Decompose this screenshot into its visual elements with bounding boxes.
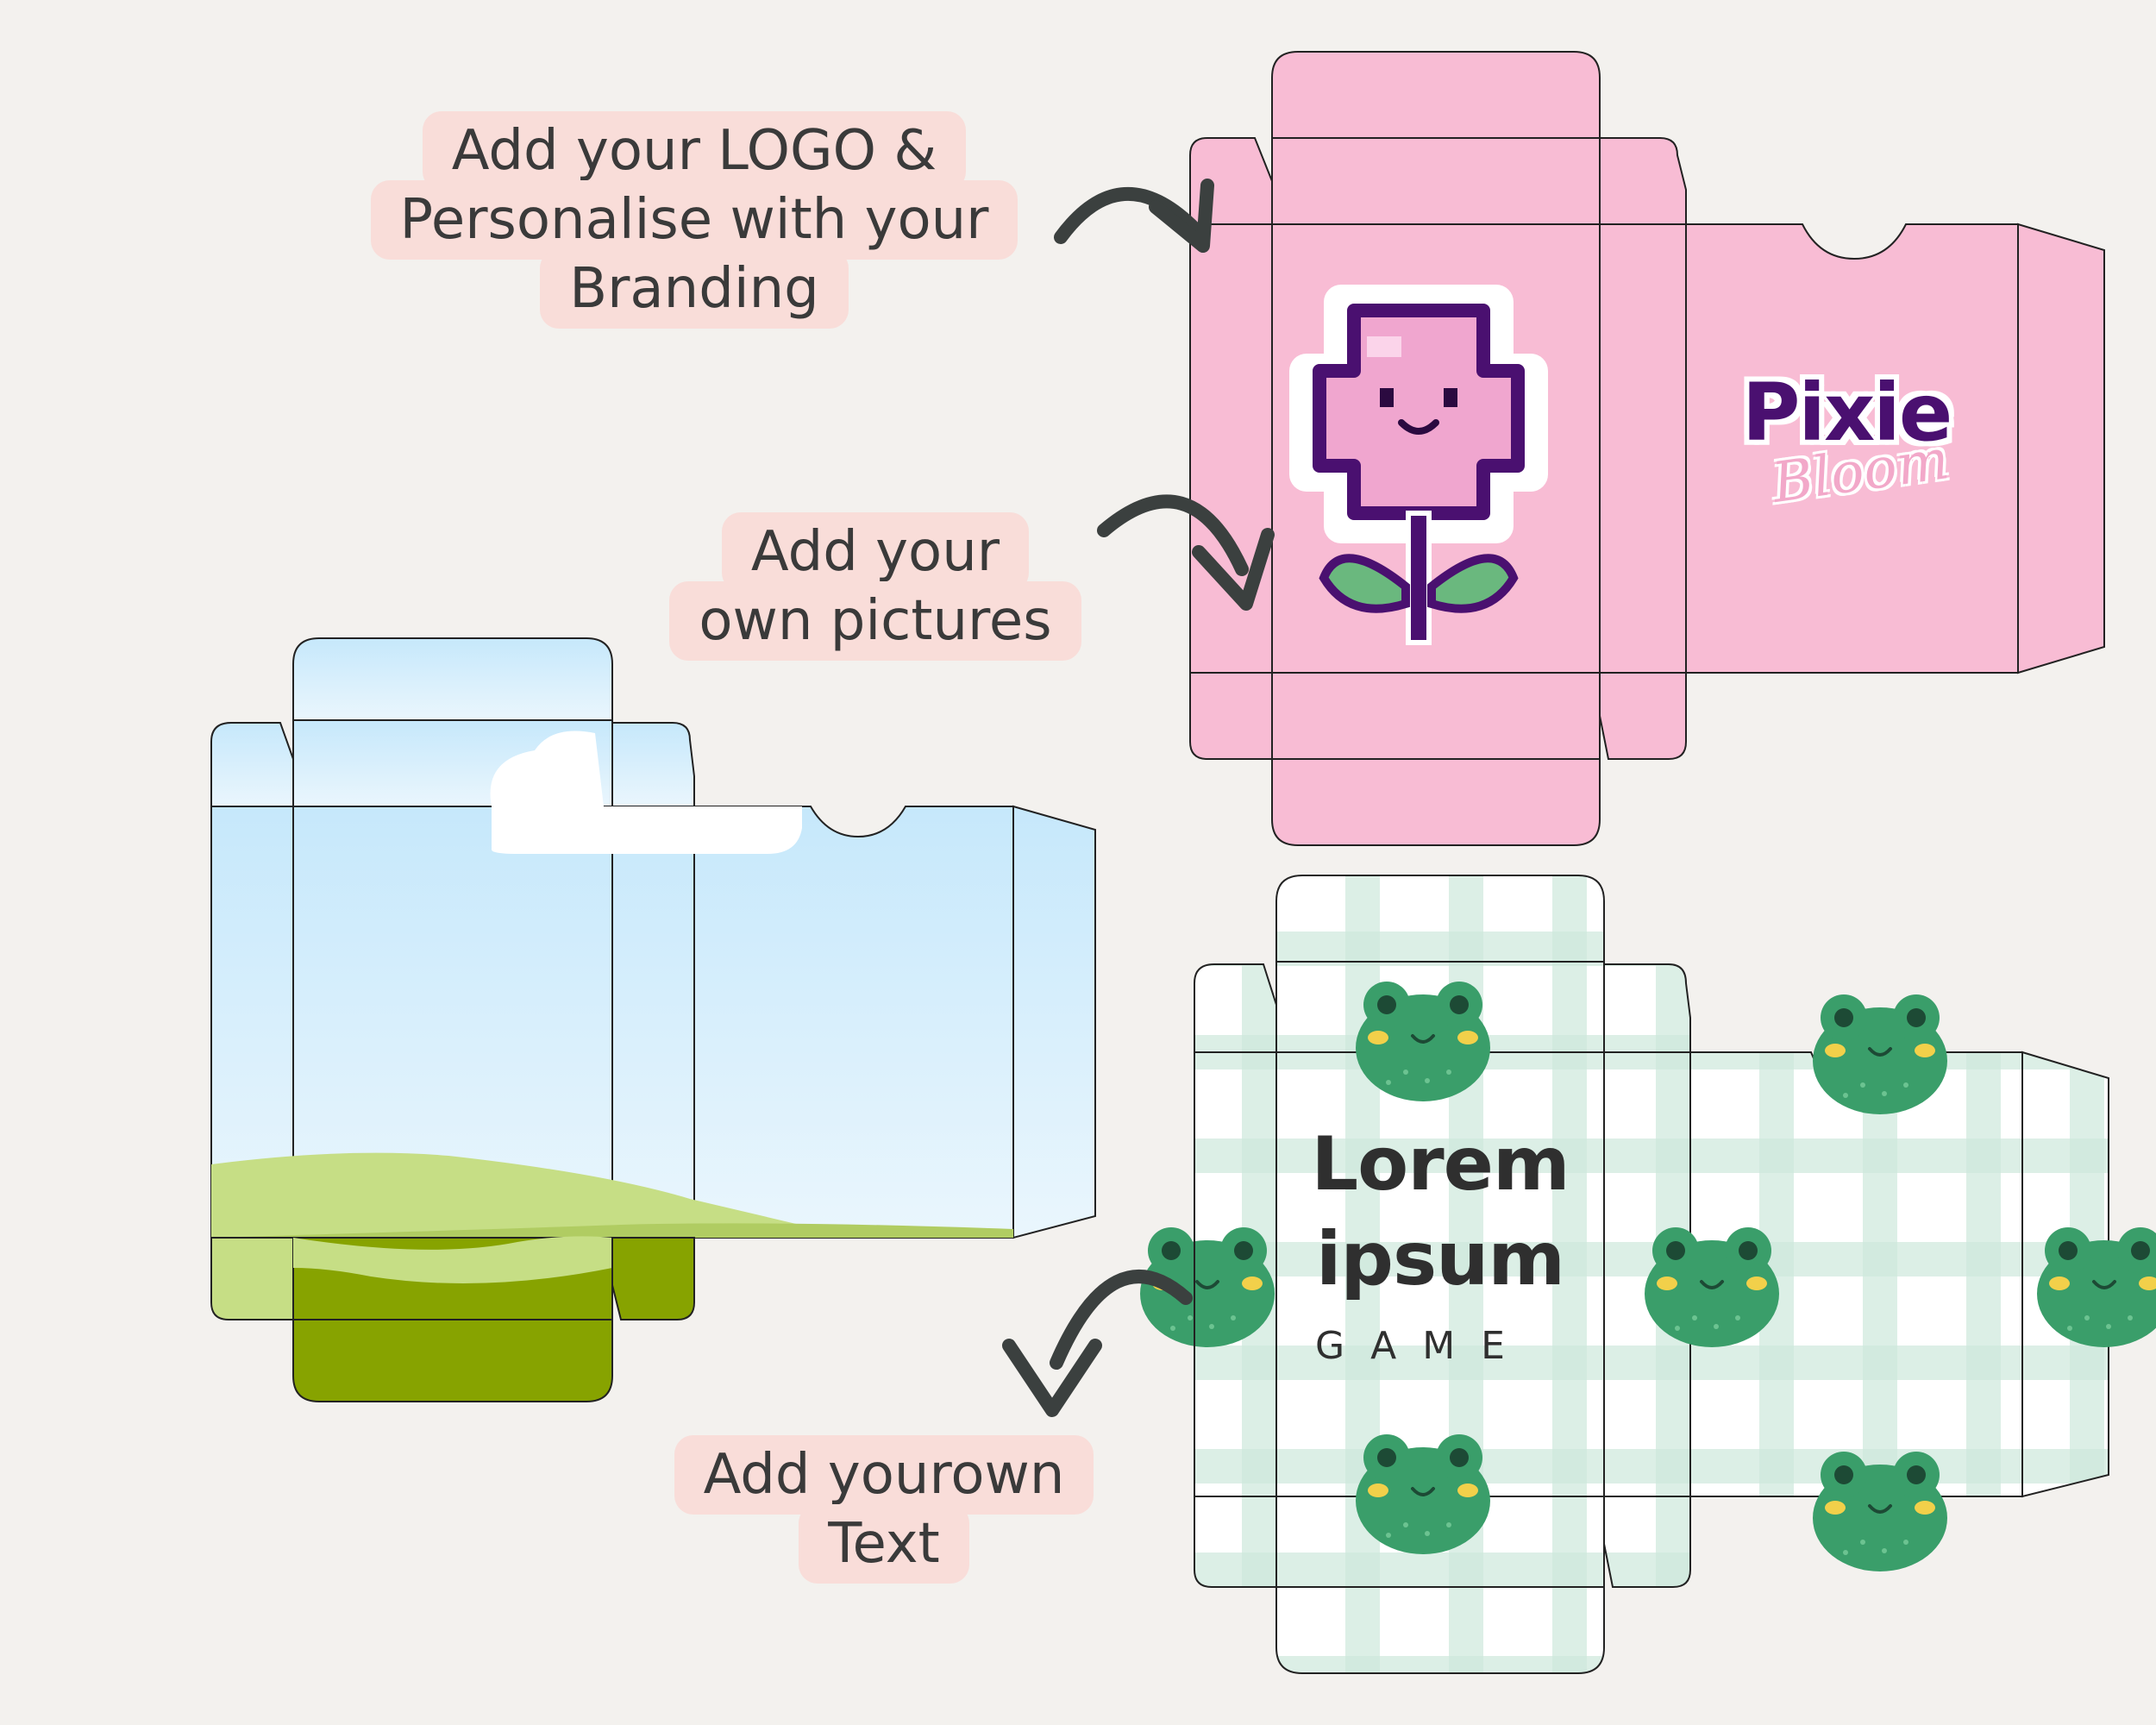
callout-pictures: Add your own pictures [634,512,1117,661]
curved-arrow-icon [1002,179,1275,1417]
game-title-line1: Lorem [1311,1121,1570,1208]
cloud-shape [490,731,802,854]
grass-hills [210,1152,1013,1402]
brand-logo-primary: Pixie [1742,367,1952,459]
callout-logo-line: Add your LOGO & [422,111,967,191]
callout-logo-line: Branding [540,249,849,329]
flower-icon [1289,285,1548,645]
callout-text: Add yourown Text [638,1435,1130,1584]
pink-box-dieline [1189,51,2105,846]
game-subtitle: GAME [1315,1324,1531,1368]
callout-text-line: Text [799,1504,969,1584]
callout-logo-line: Personalise with your [370,180,1018,260]
callout-logo: Add your LOGO & Personalise with your Br… [328,111,1061,329]
sky-box-dieline [210,637,1096,1239]
gingham-box-dieline [1194,875,2109,1674]
game-title-line2: ipsum [1315,1216,1565,1302]
callout-text-line: Add yourown [674,1435,1094,1515]
callout-pictures-line: own pictures [669,581,1081,661]
callout-pictures-line: Add your [721,512,1030,592]
